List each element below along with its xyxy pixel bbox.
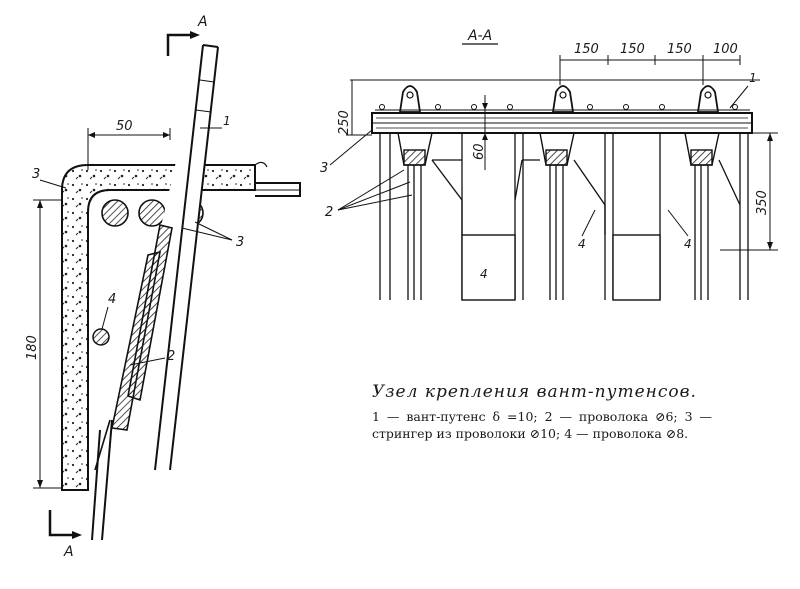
svg-text:150: 150: [620, 42, 645, 57]
dim-350: 350: [720, 132, 778, 251]
right-callouts: 1 3 2 4 4 4: [320, 71, 757, 281]
stringer-row: [375, 104, 750, 111]
dim-60: 60: [472, 95, 488, 170]
dim-50: 50: [87, 119, 171, 170]
svg-text:180: 180: [25, 335, 40, 360]
diagonal-braces: [431, 159, 741, 235]
svg-text:3: 3: [32, 167, 40, 182]
svg-text:150: 150: [574, 42, 599, 57]
left-callouts: 1 3 3 4 2: [32, 114, 244, 366]
svg-text:1: 1: [749, 71, 757, 85]
svg-text:А: А: [197, 14, 208, 30]
legend-item: 3 — стрингер из проволоки ⊘10;: [372, 409, 712, 441]
svg-text:4: 4: [108, 292, 116, 307]
hull-wall: [61, 164, 256, 491]
legend-item: 2 — проволока ⊘6;: [544, 409, 678, 424]
figure-caption: Узел крепления вант-путенсов. 1 — вант-п…: [372, 382, 712, 442]
wire-4-boxes: [461, 234, 661, 301]
svg-text:3: 3: [320, 161, 328, 176]
svg-text:100: 100: [713, 42, 738, 57]
wire-4: [92, 328, 110, 346]
svg-text:350: 350: [755, 190, 770, 215]
caption-legend: 1 — вант-путенс δ =10; 2 — проволока ⊘6;…: [372, 408, 712, 442]
section-marker-bottom: А: [48, 510, 82, 560]
legend-item: 1 — вант-путенс δ =10;: [372, 409, 538, 424]
svg-text:1: 1: [223, 114, 231, 128]
svg-text:2: 2: [167, 349, 175, 364]
section-marker-top: А: [166, 14, 208, 56]
svg-text:50: 50: [116, 119, 133, 134]
dim-180: 180: [25, 199, 62, 489]
svg-text:А: А: [63, 544, 74, 560]
wire-2: [94, 224, 173, 471]
deck-beam: [371, 112, 753, 134]
svg-text:60: 60: [472, 143, 487, 160]
caption-title: Узел крепления вант-путенсов.: [372, 382, 697, 402]
svg-text:4: 4: [578, 237, 586, 251]
svg-text:3: 3: [236, 235, 244, 250]
beam-haunches: [397, 132, 720, 166]
left-detail-view: А А: [25, 14, 301, 560]
top-dimension-chain: 150 150 150 100: [559, 42, 741, 85]
chainplate-eyes: [398, 85, 720, 113]
right-section-view: А-А 150 150 150 100: [320, 28, 778, 301]
section-title: А-А: [467, 28, 492, 44]
legend-item: 4 — проволока ⊘8.: [564, 426, 689, 441]
svg-text:150: 150: [667, 42, 692, 57]
dim-250: 250: [337, 80, 372, 136]
svg-text:4: 4: [684, 237, 692, 251]
svg-text:250: 250: [337, 110, 352, 135]
svg-text:2: 2: [325, 205, 333, 220]
svg-text:4: 4: [480, 267, 488, 281]
